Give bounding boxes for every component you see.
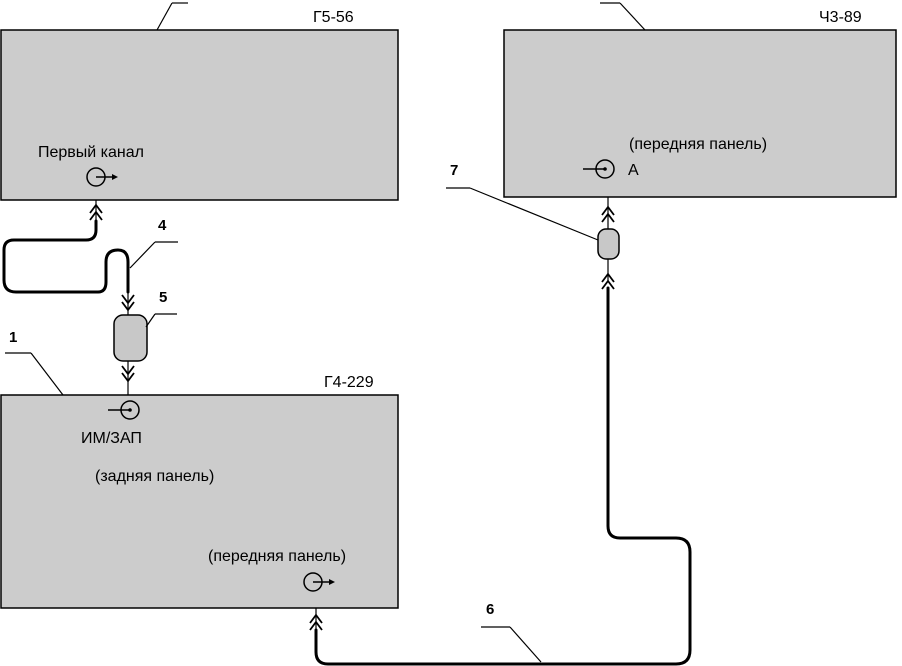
- device-ch3-89-name: Ч3-89: [819, 9, 862, 26]
- device-g5-56-box: [0, 29, 399, 201]
- output-connector-icon: [86, 167, 118, 187]
- callout-7: 7: [450, 162, 458, 179]
- cable-4: [2, 219, 130, 294]
- adapter-7: [597, 228, 620, 260]
- cable-6: [314, 286, 692, 666]
- ch3-89-port-label: А: [628, 162, 639, 179]
- chevron-up-icon: [309, 613, 323, 631]
- chevron-down-icon: [121, 294, 135, 312]
- chevron-down-icon: [121, 365, 135, 383]
- adapter-5: [113, 314, 148, 362]
- output-connector-icon: [303, 572, 335, 592]
- callout-5: 5: [159, 289, 167, 306]
- g4-229-front-panel-label: (передняя панель): [208, 548, 346, 565]
- callout-1-leader: [30, 352, 64, 396]
- device-g4-229-name: Г4-229: [324, 374, 374, 391]
- leader-ch3-89: [619, 2, 646, 31]
- callout-6: 6: [486, 601, 494, 618]
- ch3-89-panel-label: (передняя панель): [629, 136, 767, 153]
- chevron-up-icon: [89, 203, 103, 221]
- callout-7-leader: [469, 187, 599, 241]
- device-g4-229-box: [0, 394, 399, 609]
- input-connector-icon: [108, 400, 140, 420]
- g4-229-rear-panel-label: (задняя панель): [95, 468, 214, 485]
- device-ch3-89-box: [503, 29, 897, 198]
- g5-56-port-label: Первый канал: [38, 144, 144, 161]
- leader-g5-56: [156, 2, 173, 31]
- callout-4-leader: [129, 241, 156, 269]
- callout-5-leader: [145, 313, 156, 328]
- callout-6-leader: [509, 626, 542, 663]
- device-g5-56-name: Г5-56: [313, 9, 354, 26]
- chevron-up-icon: [601, 205, 615, 223]
- callout-4: 4: [158, 217, 167, 234]
- g4-229-rear-port-label: ИМ/ЗАП: [81, 430, 142, 447]
- callout-1: 1: [9, 329, 17, 346]
- input-connector-icon: [583, 159, 615, 179]
